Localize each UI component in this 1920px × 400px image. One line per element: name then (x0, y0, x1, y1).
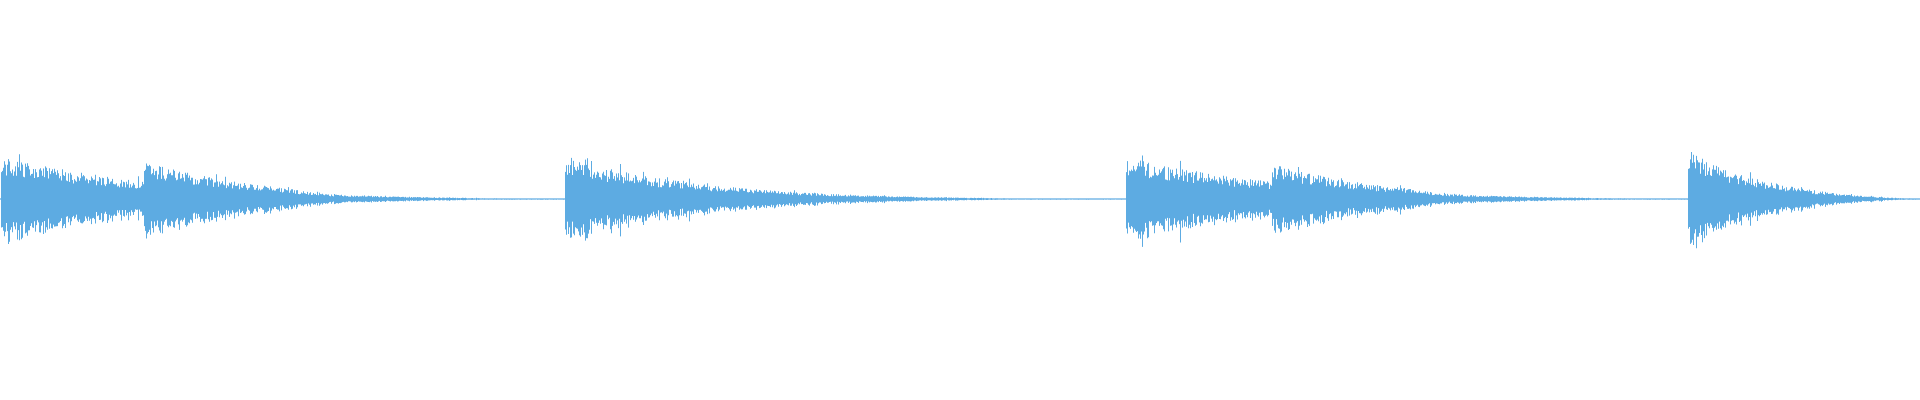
waveform-peaks (0, 152, 1920, 249)
